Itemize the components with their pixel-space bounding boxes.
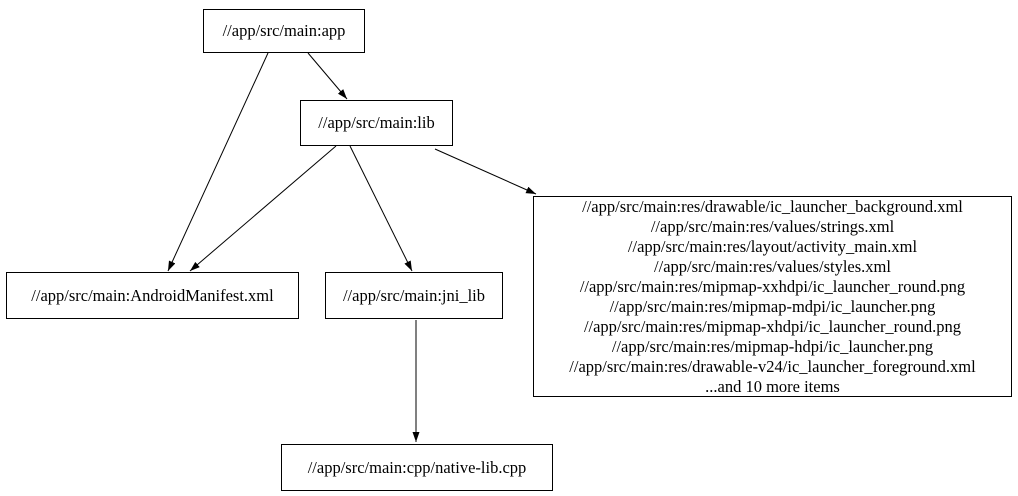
graph-node-android-manifest: //app/src/main:AndroidManifest.xml xyxy=(6,272,299,319)
graph-node-jni-lib: //app/src/main:jni_lib xyxy=(325,272,503,319)
node-app-label: //app/src/main:app xyxy=(222,21,346,40)
res-group-line: //app/src/main:res/drawable-v24/ic_launc… xyxy=(569,356,976,376)
edge-app-to-manifest xyxy=(167,52,269,272)
edge-lib-to-res-group xyxy=(434,148,537,195)
res-group-line: //app/src/main:res/values/strings.xml xyxy=(650,216,895,236)
res-group-line: //app/src/main:res/mipmap-mdpi/ic_launch… xyxy=(609,296,936,316)
res-group-line: //app/src/main:res/layout/activity_main.… xyxy=(627,236,918,256)
res-group-line: //app/src/main:res/mipmap-hdpi/ic_launch… xyxy=(611,336,934,356)
graph-node-lib: //app/src/main:lib xyxy=(300,100,453,146)
node-lib-label: //app/src/main:lib xyxy=(318,113,435,132)
res-group-line: //app/src/main:res/drawable/ic_launcher_… xyxy=(582,196,963,216)
node-native-lib-cpp-label: //app/src/main:cpp/native-lib.cpp xyxy=(307,457,527,477)
res-group-line: //app/src/main:res/values/styles.xml xyxy=(654,256,891,276)
res-group-line: //app/src/main:res/mipmap-xhdpi/ic_launc… xyxy=(583,316,962,336)
res-group-line: //app/src/main:res/mipmap-xxhdpi/ic_laun… xyxy=(579,276,966,296)
graph-node-res-group: //app/src/main:res/drawable/ic_launcher_… xyxy=(533,196,1012,397)
node-android-manifest-label: //app/src/main:AndroidManifest.xml xyxy=(31,285,274,305)
edge-lib-to-manifest xyxy=(189,145,337,272)
graph-node-native-lib-cpp: //app/src/main:cpp/native-lib.cpp xyxy=(281,444,553,491)
node-jni-lib-label: //app/src/main:jni_lib xyxy=(342,285,486,305)
edge-lib-to-jni-lib xyxy=(349,145,413,272)
edge-app-to-lib xyxy=(307,52,348,100)
graph-node-app: //app/src/main:app xyxy=(203,9,365,53)
res-group-more-items: ...and 10 more items xyxy=(705,376,840,396)
